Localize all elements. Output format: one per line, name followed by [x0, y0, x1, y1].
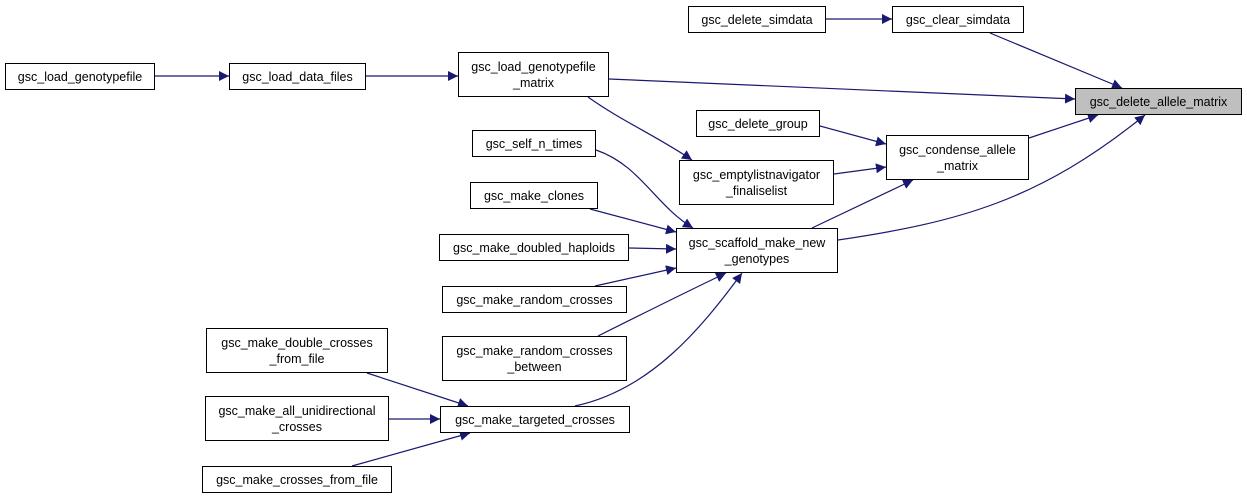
node-delete-simdata[interactable]: gsc_delete_simdata: [688, 6, 826, 33]
node-label: gsc_clear_simdata: [905, 12, 1011, 27]
node-label-line-2: _between: [507, 359, 562, 374]
node-scaffold-make-new-genotypes[interactable]: gsc_scaffold_make_new _genotypes: [676, 228, 838, 273]
node-label-line-1: gsc_condense_allele: [899, 142, 1016, 157]
node-make-targeted-crosses[interactable]: gsc_make_targeted_crosses: [440, 406, 630, 433]
node-condense-allele-matrix[interactable]: gsc_condense_allele _matrix: [886, 135, 1029, 180]
node-label: gsc_self_n_times: [485, 136, 583, 151]
node-label-line-1: gsc_make_random_crosses: [456, 343, 613, 358]
node-load-data-files[interactable]: gsc_load_data_files: [229, 63, 366, 90]
edge-scaffold-make-new-genotypes-to-delete-allele-matrix: [837, 114, 1146, 241]
edge-make-double-crosses-from-file-to-make-targeted-crosses: [366, 372, 469, 408]
node-label: gsc_delete_group: [708, 116, 808, 131]
node-load-genotypefile-matrix[interactable]: gsc_load_genotypefile _matrix: [458, 52, 609, 97]
edge-make-crosses-from-file-to-make-targeted-crosses: [351, 430, 471, 467]
edge-emptylistnavigator-finaliselist-to-condense-allele-matrix: [833, 163, 887, 175]
edge-make-clones-to-scaffold-make-new-genotypes: [589, 208, 677, 235]
edge-make-random-crosses-between-to-scaffold-make-new-genotypes: [597, 272, 727, 337]
edge-self-n-times-to-scaffold-make-new-genotypes: [595, 149, 694, 229]
node-load-genotypefile[interactable]: gsc_load_genotypefile: [5, 63, 155, 90]
node-label-line-2: _matrix: [513, 75, 554, 90]
node-delete-group[interactable]: gsc_delete_group: [696, 110, 820, 137]
node-make-random-crosses-between[interactable]: gsc_make_random_crosses _between: [442, 336, 627, 381]
edge-load-genotypefile-matrix-to-emptylistnavigator-finaliselist: [587, 96, 693, 161]
node-make-clones[interactable]: gsc_make_clones: [470, 182, 598, 209]
node-make-all-unidirectional-crosses[interactable]: gsc_make_all_unidirectional _crosses: [205, 396, 389, 441]
node-label-line-2: _matrix: [937, 158, 978, 173]
node-label: gsc_load_data_files: [242, 69, 353, 84]
node-label-line-1: gsc_load_genotypefile: [471, 59, 596, 74]
node-label: gsc_make_crosses_from_file: [216, 472, 378, 487]
node-label-line-2: _from_file: [269, 351, 325, 366]
node-label-line-2: _genotypes: [724, 251, 790, 266]
node-label-line-1: gsc_make_double_crosses: [221, 335, 373, 350]
node-make-random-crosses[interactable]: gsc_make_random_crosses: [442, 286, 627, 313]
node-clear-simdata[interactable]: gsc_clear_simdata: [892, 6, 1024, 33]
edge-make-targeted-crosses-to-scaffold-make-new-genotypes: [574, 272, 743, 407]
node-emptylistnavigator-finaliselist[interactable]: gsc_emptylistnavigator _finaliselist: [679, 160, 834, 205]
node-make-double-crosses-from-file[interactable]: gsc_make_double_crosses _from_file: [206, 328, 388, 373]
edge-condense-allele-matrix-to-delete-allele-matrix: [1028, 113, 1099, 139]
node-label: gsc_make_targeted_crosses: [455, 412, 615, 427]
node-label: gsc_delete_simdata: [701, 12, 813, 27]
node-label-line-1: gsc_scaffold_make_new: [688, 235, 826, 250]
node-label-line-2: _finaliselist: [725, 183, 788, 198]
node-self-n-times[interactable]: gsc_self_n_times: [472, 130, 596, 157]
node-label-line-1: gsc_make_all_unidirectional: [218, 403, 376, 418]
edge-clear-simdata-to-delete-allele-matrix: [989, 32, 1123, 89]
edge-delete-group-to-condense-allele-matrix: [819, 125, 887, 147]
node-label: gsc_make_clones: [483, 188, 585, 203]
edge-load-genotypefile-matrix-to-delete-allele-matrix: [608, 78, 1076, 104]
node-make-doubled-haploids[interactable]: gsc_make_doubled_haploids: [439, 234, 629, 261]
edge-scaffold-make-new-genotypes-to-condense-allele-matrix: [811, 179, 914, 229]
node-make-crosses-from-file[interactable]: gsc_make_crosses_from_file: [202, 466, 392, 493]
node-delete-allele-matrix-root: gsc_delete_allele_matrix: [1075, 88, 1242, 115]
node-label: gsc_make_doubled_haploids: [453, 240, 615, 255]
node-label-line-2: _crosses: [271, 419, 323, 434]
node-label: gsc_delete_allele_matrix: [1089, 94, 1228, 109]
edge-make-random-crosses-to-scaffold-make-new-genotypes: [594, 265, 677, 287]
edge-make-doubled-haploids-to-scaffold-make-new-genotypes: [628, 243, 677, 254]
node-label: gsc_make_random_crosses: [456, 292, 613, 307]
node-label: gsc_load_genotypefile: [17, 69, 143, 84]
node-label-line-1: gsc_emptylistnavigator: [692, 167, 821, 182]
